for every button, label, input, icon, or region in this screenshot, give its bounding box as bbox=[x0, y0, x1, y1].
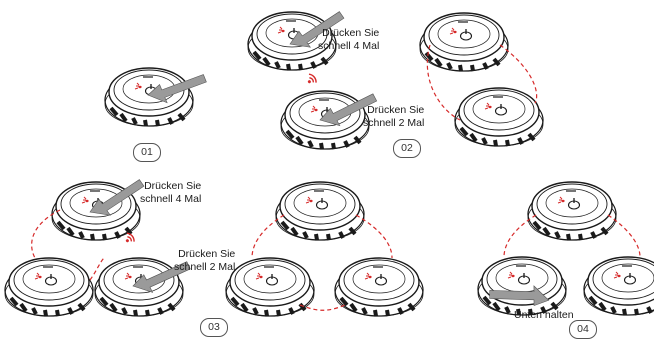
label-hold: Unten halten bbox=[514, 309, 574, 322]
detector-04a bbox=[528, 182, 616, 240]
step-badge-03: 03 bbox=[200, 318, 228, 337]
step-badge-02: 02 bbox=[393, 139, 421, 158]
step-badge-04: 04 bbox=[569, 320, 597, 339]
detector-04b bbox=[478, 257, 566, 315]
label-press2-b: Drücken Sie schnell 2 Mal bbox=[174, 248, 235, 274]
panel-04 bbox=[478, 182, 654, 324]
label-line-2: schnell 2 Mal bbox=[174, 261, 235, 274]
detector-03e bbox=[226, 258, 314, 316]
label-line-1: Drücken Sie bbox=[140, 180, 201, 193]
detector-02d bbox=[455, 88, 543, 146]
detector-03d bbox=[276, 182, 364, 240]
panel-01 bbox=[105, 67, 207, 126]
label-line-1: Drücken Sie bbox=[363, 104, 424, 117]
label-line-1: Drücken Sie bbox=[318, 27, 379, 40]
label-line-2: schnell 4 Mal bbox=[318, 40, 379, 53]
detector-02c bbox=[420, 13, 508, 71]
label-press4-b: Drücken Sie schnell 4 Mal bbox=[140, 180, 201, 206]
detector-01 bbox=[105, 68, 193, 126]
step-badge-01: 01 bbox=[133, 143, 161, 162]
detector-03f bbox=[335, 258, 423, 316]
detector-04c bbox=[584, 257, 654, 315]
signal-icon bbox=[304, 73, 317, 87]
detector-03b bbox=[5, 258, 93, 316]
label-line-2: schnell 4 Mal bbox=[140, 193, 201, 206]
label-press2-a: Drücken Sie schnell 2 Mal bbox=[363, 104, 424, 130]
label-line-2: schnell 2 Mal bbox=[363, 117, 424, 130]
label-line-1: Drücken Sie bbox=[174, 248, 235, 261]
label-press4-a: Drücken Sie schnell 4 Mal bbox=[318, 27, 379, 53]
